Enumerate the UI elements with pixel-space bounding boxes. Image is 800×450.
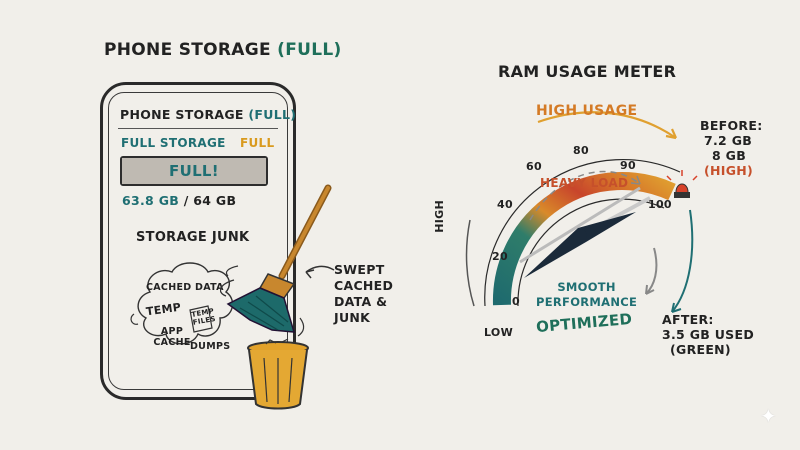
- ram-meter-title: RAM USAGE METER: [498, 62, 677, 81]
- before-value-used: 7.2 GB: [704, 133, 753, 148]
- broom-icon: [220, 184, 332, 337]
- trash-bin-icon: [247, 338, 309, 410]
- gauge-tick-100: 100: [648, 198, 672, 211]
- before-title: BEFORE:: [700, 118, 763, 133]
- phone-screen: [108, 92, 288, 390]
- junk-cloud-outline: [130, 262, 234, 345]
- after-value: 3.5 GB USED: [662, 327, 755, 342]
- before-value-total: 8 GB: [712, 148, 747, 163]
- gauge-tick-0: 0: [512, 295, 520, 308]
- phone-storage-heading: PHONE STORAGE (FULL): [104, 40, 342, 60]
- gauge-tick-40: 40: [497, 198, 513, 211]
- ram-gauge: [465, 111, 698, 313]
- storage-used: 63.8 GB: [122, 193, 180, 208]
- screen-title: PHONE STORAGE (FULL): [120, 107, 296, 122]
- high-usage-arrow: [537, 111, 677, 139]
- gauge-tick-60: 60: [526, 160, 542, 173]
- smooth-performance-label: SMOOTH PERFORMANCE: [536, 280, 637, 310]
- drop-arrow: [645, 247, 658, 295]
- junk-item-dumps: DUMPS: [190, 341, 231, 352]
- storage-progress-bar: FULL!: [120, 156, 268, 186]
- gauge-tick-90: 90: [620, 159, 636, 172]
- full-storage-label: FULL STORAGE: [121, 136, 226, 150]
- high-usage-label: HIGH USAGE: [536, 103, 638, 119]
- screen-divider: [118, 128, 278, 129]
- smooth-line: SMOOTH: [557, 280, 616, 294]
- storage-junk-title: STORAGE JUNK: [136, 230, 250, 245]
- low-label: LOW: [484, 326, 514, 339]
- screen-title-status: (FULL): [248, 107, 297, 122]
- swept-label: SWEPT CACHED DATA & JUNK: [334, 262, 393, 326]
- temp-files-sheet: [189, 305, 213, 333]
- storage-progress-fill: [122, 158, 266, 184]
- phone-outline: [100, 82, 296, 400]
- phone-storage-heading-main: PHONE STORAGE: [104, 40, 271, 60]
- swept-label-line: CACHED: [334, 278, 394, 293]
- high-side-label: HIGH: [433, 200, 446, 233]
- heavy-load-label: HEAVY LOAD: [540, 176, 629, 190]
- before-status: (HIGH): [704, 163, 754, 178]
- screen-title-main: PHONE STORAGE: [120, 107, 244, 122]
- smooth-line: PERFORMANCE: [536, 295, 638, 309]
- alarm-light-icon: [666, 170, 698, 198]
- phone-storage-heading-status: (FULL): [277, 40, 342, 60]
- storage-progress-text: FULL!: [169, 162, 219, 180]
- swept-label-line: SWEPT: [334, 262, 385, 277]
- gauge-tick-20: 20: [492, 250, 508, 263]
- after-annotation: AFTER: 3.5 GB USED (GREEN): [662, 312, 754, 357]
- gauge-needle-ghost: [519, 186, 641, 264]
- storage-usage: 63.8 GB / 64 GB: [122, 193, 236, 208]
- before-annotation: BEFORE: 7.2 GB 8 GB (HIGH): [700, 118, 763, 178]
- junk-item-cached-data: CACHED DATA: [146, 282, 224, 293]
- gauge-needle-icon: [524, 212, 636, 278]
- after-status: (GREEN): [670, 342, 731, 357]
- after-title: AFTER:: [662, 312, 714, 327]
- swept-arrow: [305, 265, 335, 279]
- swept-label-line: DATA &: [334, 294, 388, 309]
- full-tag: FULL: [240, 136, 275, 150]
- gauge-tick-80: 80: [573, 144, 589, 157]
- junk-item-app-cache: APP CACHE: [153, 326, 191, 348]
- sparkle-icon: ✦: [760, 404, 777, 428]
- storage-total: / 64 GB: [183, 193, 237, 208]
- swept-label-line: JUNK: [334, 310, 371, 325]
